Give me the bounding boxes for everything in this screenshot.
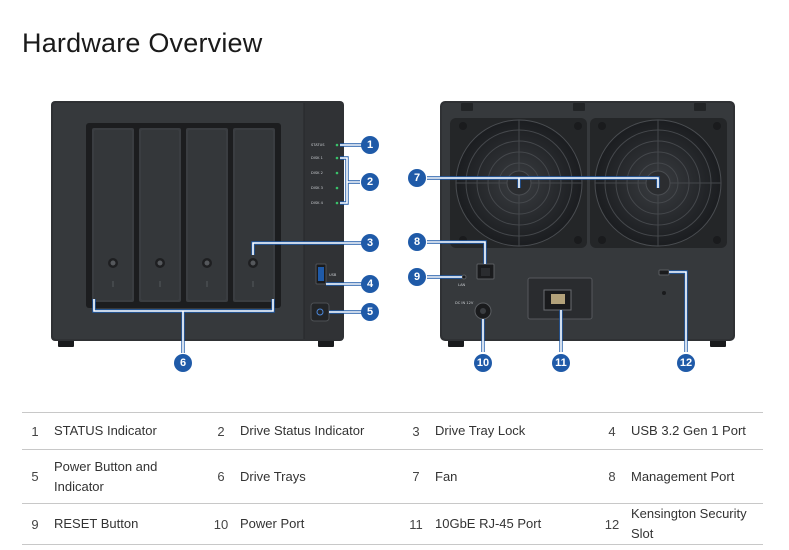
callout-4: 4 bbox=[361, 275, 379, 293]
drive-tray[interactable] bbox=[186, 128, 228, 302]
legend-number: 9 bbox=[31, 516, 39, 532]
power-button[interactable] bbox=[310, 302, 330, 322]
drive-tray[interactable] bbox=[139, 128, 181, 302]
legend-label: Management Port bbox=[631, 468, 735, 484]
legend-label: Drive Status Indicator bbox=[240, 423, 365, 438]
callout-2: 2 bbox=[361, 173, 379, 191]
indicator-label-disk-2: DISK 2 bbox=[311, 171, 323, 175]
callout-9: 9 bbox=[408, 268, 426, 286]
back-leader-lines bbox=[427, 176, 688, 352]
svg-text:3: 3 bbox=[367, 237, 373, 249]
status-indicators: STATUS DISK 1 DISK 2 DISK 3 DISK 4 bbox=[311, 143, 339, 205]
legend-row: 1 STATUS Indicator 2 Drive Status Indica… bbox=[22, 412, 763, 450]
usb-label: USB bbox=[329, 273, 337, 277]
legend-label: Fan bbox=[435, 468, 458, 484]
legend-number: 3 bbox=[412, 423, 420, 439]
legend-label: Drive Trays bbox=[240, 468, 306, 484]
legend-number: 4 bbox=[608, 423, 616, 439]
legend-label: Power Button and Indicator bbox=[54, 458, 158, 494]
legend-label: USB 3.2 Gen 1 Port bbox=[631, 423, 746, 438]
drive-trays bbox=[92, 128, 275, 302]
legend-label: Drive Tray Lock bbox=[435, 423, 526, 438]
legend-number: 8 bbox=[608, 469, 616, 484]
callout-8: 8 bbox=[408, 233, 426, 251]
indicator-label-disk-3: DISK 3 bbox=[311, 186, 323, 190]
indicator-label-disk-4: DISK 4 bbox=[311, 201, 324, 205]
power-port-label: DC IN 12V bbox=[455, 301, 474, 305]
svg-text:10: 10 bbox=[477, 357, 489, 369]
reset-label: LAN bbox=[458, 283, 466, 287]
legend-row: 9 RESET Button 10 Power Port 11 10GbE RJ… bbox=[22, 503, 763, 545]
indicator-label-disk-1: DISK 1 bbox=[311, 156, 323, 160]
hardware-diagram: STATUS DISK 1 DISK 2 DISK 3 DISK 4 USB bbox=[51, 101, 735, 372]
legend-number: 11 bbox=[409, 516, 423, 532]
legend-label: RESET Button bbox=[54, 516, 139, 531]
callout-7: 7 bbox=[408, 169, 426, 187]
legend-label: Power Port bbox=[240, 516, 305, 531]
kensington-slot[interactable] bbox=[658, 269, 670, 295]
callout-1: 1 bbox=[361, 136, 379, 154]
legend-label: Kensington Security Slot bbox=[631, 506, 747, 541]
svg-text:9: 9 bbox=[414, 271, 420, 283]
management-port[interactable] bbox=[476, 263, 495, 280]
svg-text:6: 6 bbox=[180, 357, 186, 369]
usb-port[interactable]: USB bbox=[315, 263, 337, 285]
svg-text:8: 8 bbox=[414, 236, 420, 248]
svg-text:7: 7 bbox=[414, 172, 420, 184]
legend-number: 7 bbox=[412, 469, 420, 484]
component-legend: 1 STATUS Indicator 2 Drive Status Indica… bbox=[22, 412, 763, 545]
drive-tray[interactable] bbox=[92, 128, 134, 302]
power-port[interactable]: DC IN 12V bbox=[455, 301, 492, 320]
svg-text:11: 11 bbox=[555, 357, 567, 369]
legend-number: 12 bbox=[604, 516, 620, 532]
svg-text:4: 4 bbox=[367, 278, 374, 290]
front-leader-lines bbox=[92, 143, 362, 353]
legend-number: 1 bbox=[31, 423, 39, 439]
legend-label: STATUS Indicator bbox=[54, 423, 157, 438]
ten-gbe-port[interactable] bbox=[527, 277, 593, 320]
legend-row: 5 Power Button and Indicator 6 Drive Tra… bbox=[22, 449, 763, 504]
callout-10: 10 bbox=[474, 354, 492, 372]
legend-number: 2 bbox=[217, 423, 225, 439]
legend-number: 6 bbox=[217, 469, 225, 484]
callout-12: 12 bbox=[677, 354, 695, 372]
page-title: Hardware Overview bbox=[22, 28, 263, 58]
svg-text:1: 1 bbox=[367, 139, 373, 151]
svg-text:12: 12 bbox=[680, 357, 692, 369]
svg-text:2: 2 bbox=[367, 176, 373, 188]
legend-number: 10 bbox=[213, 516, 229, 532]
callout-6: 6 bbox=[174, 354, 192, 372]
callout-5: 5 bbox=[361, 303, 379, 321]
legend-number: 5 bbox=[31, 469, 39, 484]
callout-3: 3 bbox=[361, 234, 379, 252]
svg-text:5: 5 bbox=[367, 306, 373, 318]
indicator-label-status: STATUS bbox=[311, 143, 325, 147]
drive-tray[interactable] bbox=[233, 128, 275, 302]
callout-11: 11 bbox=[552, 354, 570, 372]
legend-label: 10GbE RJ-45 Port bbox=[435, 516, 542, 531]
